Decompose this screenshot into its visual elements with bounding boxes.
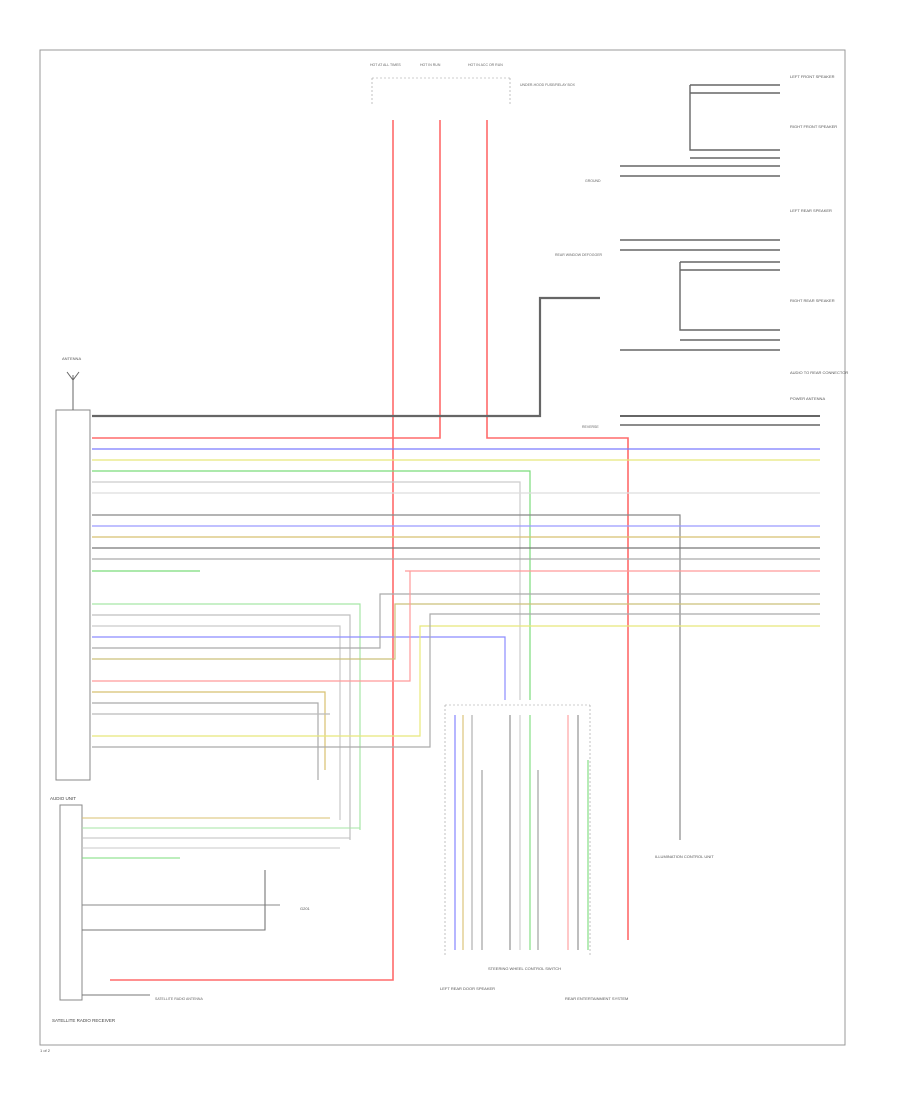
power-wires bbox=[92, 120, 629, 981]
ground-label: G201 bbox=[300, 906, 311, 911]
left-component-label: AUDIO UNIT bbox=[50, 796, 76, 801]
right-component-6: POWER ANTENNA bbox=[790, 396, 825, 401]
right-side-label-2: REVERSE bbox=[582, 425, 599, 429]
signal-wires bbox=[92, 448, 820, 840]
right-component-3: LEFT REAR SPEAKER bbox=[790, 208, 832, 213]
fuse-label-3: HOT IN ACC OR RUN bbox=[468, 63, 503, 67]
satellite-wires bbox=[82, 817, 360, 996]
diagram-frame bbox=[39, 49, 846, 1046]
bottom-left-label: SATELLITE RADIO RECEIVER bbox=[52, 1018, 116, 1023]
satellite-receiver-block bbox=[59, 804, 83, 1001]
speaker-wires bbox=[620, 84, 820, 426]
right-side-label-1: GROUND bbox=[585, 179, 601, 183]
audio-unit-block bbox=[55, 409, 91, 781]
bottom-component-1: LEFT REAR DOOR SPEAKER bbox=[440, 986, 495, 991]
antenna-icon bbox=[66, 371, 80, 410]
bottom-left-sub-label: SATELLITE RADIO ANTENNA bbox=[155, 997, 203, 1001]
right-side-label-3: REAR WINDOW DEFOGGER bbox=[555, 253, 603, 257]
right-component-1: LEFT FRONT SPEAKER bbox=[790, 74, 835, 79]
fuse-label-1: HOT AT ALL TIMES bbox=[370, 63, 401, 67]
right-component-5: AUDIO TO REAR CONNECTOR bbox=[790, 370, 848, 375]
bottom-component-2: STEERING WHEEL CONTROL SWITCH bbox=[488, 966, 561, 971]
right-component-4: RIGHT REAR SPEAKER bbox=[790, 298, 835, 303]
side-note-label: ILLUMINATION CONTROL UNIT bbox=[655, 854, 714, 859]
antenna-label: ANTENNA bbox=[62, 356, 81, 361]
ground-trunk bbox=[92, 296, 600, 418]
center-connector-wires bbox=[454, 715, 589, 950]
fuse-bracket bbox=[371, 77, 511, 104]
fuse-box-label: UNDER-HOOD FUSE/RELAY BOX bbox=[520, 83, 576, 87]
center-connector-bracket bbox=[444, 704, 591, 955]
right-component-2: RIGHT FRONT SPEAKER bbox=[790, 124, 837, 129]
page-number: 1 of 2 bbox=[40, 1048, 51, 1053]
bottom-component-3: REAR ENTERTAINMENT SYSTEM bbox=[565, 996, 628, 1001]
fuse-label-2: HOT IN RUN bbox=[420, 63, 441, 67]
